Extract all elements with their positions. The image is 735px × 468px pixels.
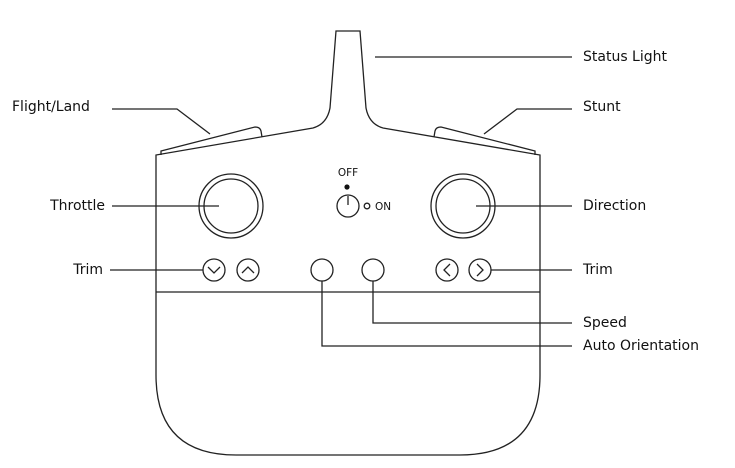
chevron-left-icon — [443, 263, 451, 277]
trim-up-button[interactable] — [236, 258, 260, 282]
direction-label: Direction — [583, 198, 646, 214]
trim-left-button[interactable] — [435, 258, 459, 282]
speed-label: Speed — [583, 315, 627, 331]
speed-button[interactable] — [361, 258, 385, 282]
trim-down-button[interactable] — [202, 258, 226, 282]
flight-land-label: Flight/Land — [12, 99, 90, 115]
off-indicator-dot — [344, 184, 350, 190]
chevron-right-icon — [476, 263, 484, 277]
status-light-label: Status Light — [583, 49, 668, 65]
power-off-label: OFF — [338, 167, 358, 179]
stunt-label: Stunt — [583, 99, 621, 115]
controller-body — [155, 30, 541, 456]
chevron-down-icon — [207, 266, 221, 274]
power-on-label: ON — [375, 201, 391, 213]
auto-orientation-button[interactable] — [310, 258, 334, 282]
trim-left-label: Trim — [72, 262, 103, 278]
throttle-label: Throttle — [49, 198, 105, 214]
leader-lines — [110, 56, 572, 347]
flight-land-bumper — [160, 126, 263, 155]
power-switch[interactable] — [336, 194, 360, 218]
trim-right-label: Trim — [582, 262, 613, 278]
on-indicator-dot — [363, 202, 371, 210]
auto-orientation-label: Auto Orientation — [583, 338, 699, 354]
stunt-bumper — [433, 126, 536, 155]
trim-right-button[interactable] — [468, 258, 492, 282]
chevron-up-icon — [241, 266, 255, 274]
